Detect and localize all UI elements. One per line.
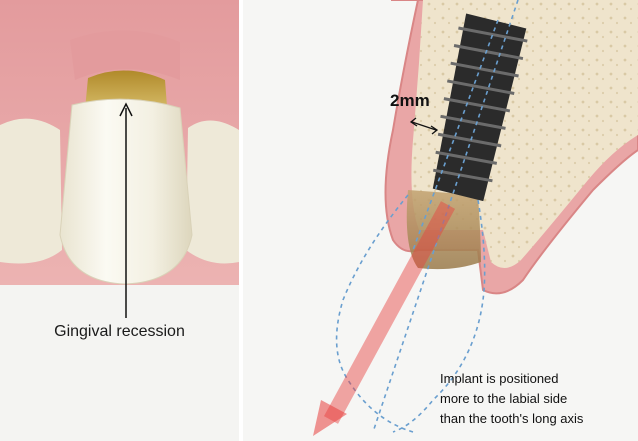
implant-axis-arrow (313, 205, 448, 436)
implant-position-note: Implant is positioned more to the labial… (440, 369, 638, 429)
note-line-1: Implant is positioned (440, 369, 638, 389)
gingival-recession-label: Gingival recession (0, 323, 239, 341)
side-tooth-right (186, 120, 239, 263)
background-lower (0, 285, 239, 441)
tooth-recession-illustration (0, 0, 239, 441)
note-line-3: than the tooth's long axis (440, 409, 638, 429)
note-line-2: more to the labial side (440, 389, 638, 409)
gingival-recession-panel: Gingival recession (0, 0, 239, 441)
measurement-label: 2mm (390, 91, 430, 111)
side-tooth-left (0, 119, 62, 264)
